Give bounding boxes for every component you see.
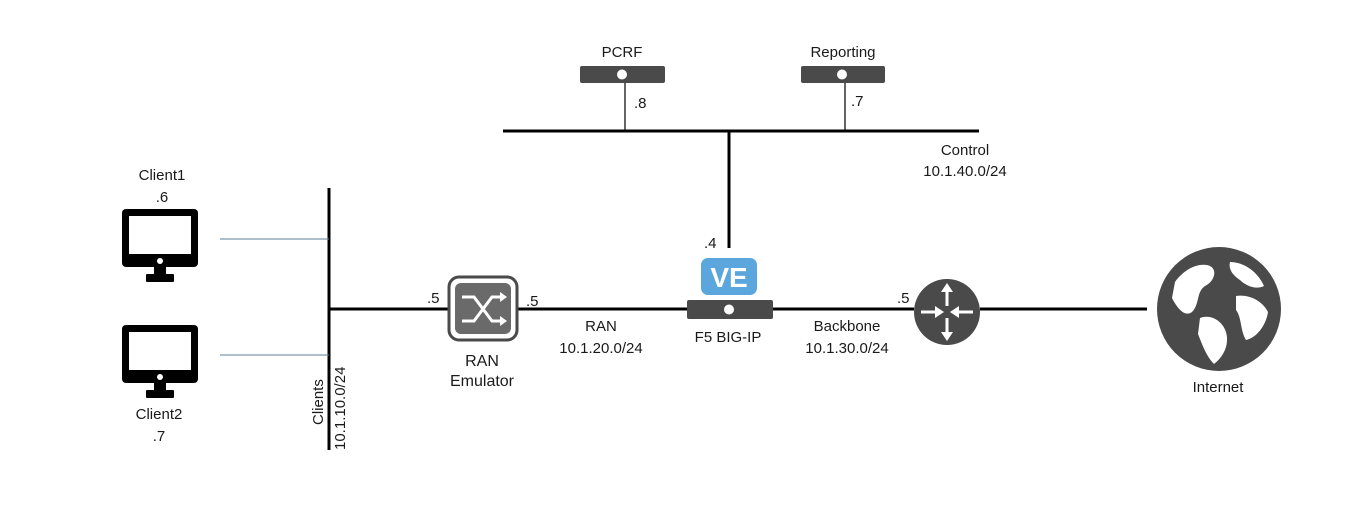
- ran-network-name: RAN: [585, 318, 617, 335]
- internet-label: Internet: [1193, 379, 1245, 396]
- ve-badge-icon: VE: [701, 258, 757, 295]
- router-icon: [914, 279, 980, 345]
- pcrf-server-icon: [580, 66, 665, 83]
- bigip-appliance-icon: [687, 300, 773, 319]
- reporting-ip: .7: [851, 93, 864, 110]
- reporting-server-icon: [801, 66, 885, 83]
- client2-monitor-icon: [122, 325, 198, 398]
- ran-network-cidr: 10.1.20.0/24: [559, 340, 642, 357]
- client2-label: Client2: [136, 406, 183, 423]
- pcrf-ip: .8: [634, 95, 647, 112]
- backbone-router-ip: .5: [897, 290, 910, 307]
- clients-network-name: Clients: [310, 379, 327, 425]
- internet-globe-icon: [1157, 247, 1281, 371]
- client2-ip: .7: [153, 428, 166, 445]
- client1-ip: .6: [156, 189, 169, 206]
- ran-emulator-ip-right: .5: [526, 293, 539, 310]
- clients-network-cidr: 10.1.10.0/24: [332, 367, 349, 450]
- ran-emulator-switch-icon: [447, 275, 519, 342]
- ran-emulator-label-line1: RAN: [465, 353, 499, 370]
- backbone-network-cidr: 10.1.30.0/24: [805, 340, 888, 357]
- ran-emulator-ip-left: .5: [427, 290, 440, 307]
- control-network-cidr: 10.1.40.0/24: [923, 163, 1006, 180]
- control-network-name: Control: [941, 142, 989, 159]
- client1-monitor-icon: [122, 209, 198, 282]
- ve-badge-text: VE: [710, 262, 747, 293]
- pcrf-label: PCRF: [602, 44, 643, 61]
- reporting-label: Reporting: [810, 44, 875, 61]
- ran-emulator-label-line2: Emulator: [450, 373, 515, 390]
- bigip-label: F5 BIG-IP: [695, 329, 762, 346]
- client1-label: Client1: [139, 167, 186, 184]
- backbone-network-name: Backbone: [814, 318, 881, 335]
- bigip-control-ip: .4: [704, 235, 717, 252]
